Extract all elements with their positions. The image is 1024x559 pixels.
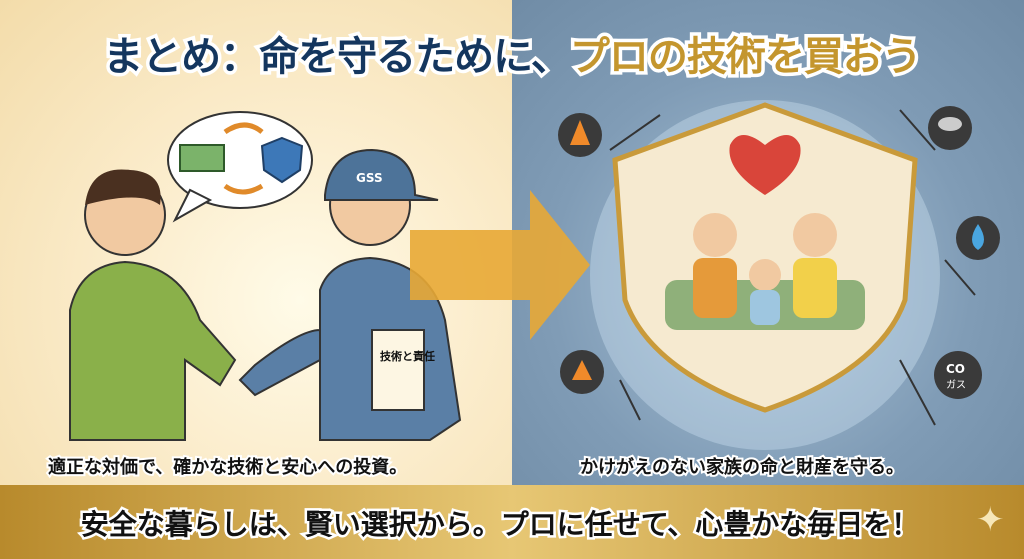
right-caption: かけがえのない家族の命と財産を守る。	[578, 455, 906, 480]
heart-pulse-icon	[729, 135, 801, 195]
illustration: GSS 技術と責任 CO ガス	[69, 100, 1000, 450]
water-drop-icon	[956, 216, 1000, 260]
family-shield	[590, 100, 940, 450]
scroll-text: 技術と責任	[380, 349, 435, 363]
money-icon	[179, 144, 225, 172]
explosion-icon	[560, 350, 604, 394]
left-caption: 適正な対価で、確かな技術と安心への投資。	[46, 455, 409, 480]
gas-label: ガス	[946, 379, 966, 391]
exchange-arrows-icon	[223, 122, 264, 195]
speech-bubble	[167, 111, 313, 223]
storm-icon	[928, 106, 972, 150]
co-gas-icon	[934, 351, 982, 399]
footer-band	[0, 485, 1024, 559]
scroll	[371, 329, 425, 411]
co-label: CO	[946, 362, 965, 376]
shield-check-icon	[260, 136, 304, 184]
footer-text: 安全な暮らしは、賢い選択から。プロに任せて、心豊かな毎日を！	[78, 506, 922, 544]
page-title: まとめ：命を守るために、プロの技術を買おう	[100, 31, 926, 84]
arrow-icon	[410, 190, 590, 340]
cap-badge: GSS	[356, 171, 383, 185]
sparkle-icon: ✦	[976, 500, 1005, 540]
fire-icon	[558, 113, 602, 157]
technician-figure	[238, 148, 462, 441]
customer-figure	[69, 169, 237, 441]
